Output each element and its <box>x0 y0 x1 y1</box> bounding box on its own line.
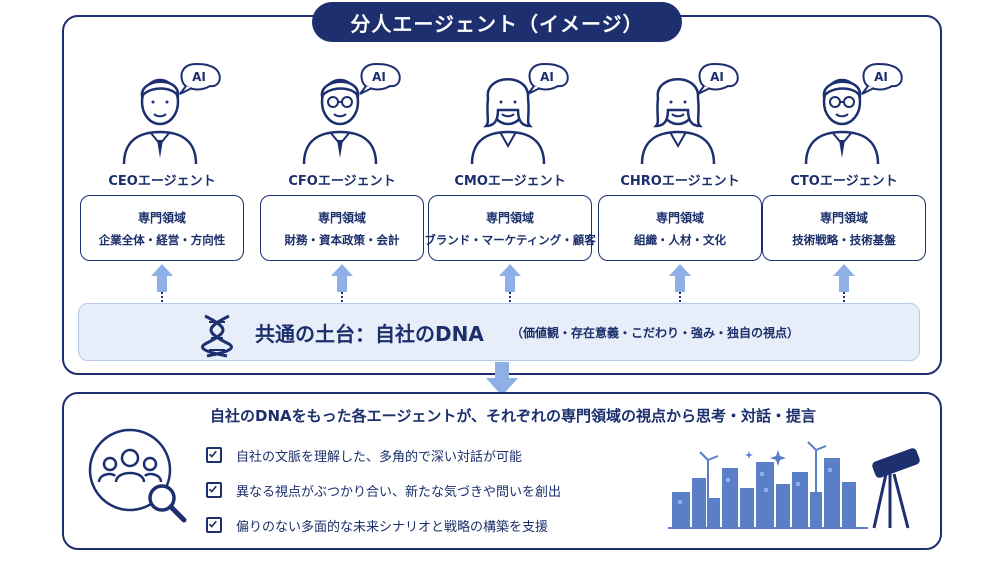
check-item-3: 偏りのない多面的な未来シナリオと戦略の構築を支援 <box>206 514 548 536</box>
agent-ceo: AI CEOエージェント専門領域企業全体・経営・方向性 <box>80 60 244 306</box>
checkbox-checked-icon <box>206 482 222 498</box>
result-title: 自社のDNAをもった各エージェントが、それぞれの専門領域の視点から思考・対話・提… <box>210 407 817 425</box>
foundation-title: 共通の土台：自社のDNA <box>255 322 484 346</box>
ai-badge: AI <box>874 70 888 84</box>
up-arrow-icon <box>331 264 353 292</box>
agent-name: CMOエージェント <box>454 174 566 189</box>
agent-cto: AI CTOエージェント専門領域技術戦略・技術基盤 <box>762 60 926 306</box>
expertise-value: ブランド・マーケティング・顧客 <box>424 232 596 247</box>
expertise-box: 専門領域ブランド・マーケティング・顧客 <box>424 195 596 261</box>
page-title: 分人エージェント（イメージ） <box>312 2 682 42</box>
up-arrow-icon <box>151 264 173 292</box>
ai-badge: AI <box>372 70 386 84</box>
connector-dots <box>843 292 845 306</box>
check-item-1: 自社の文脈を理解した、多角的で深い対話が可能 <box>206 444 522 466</box>
checkbox-checked-icon <box>206 447 222 463</box>
up-arrow-icon <box>499 264 521 292</box>
check-text: 自社の文脈を理解した、多角的で深い対話が可能 <box>236 449 523 465</box>
agent-avatar: AI <box>110 60 221 165</box>
ai-badge: AI <box>710 70 724 84</box>
check-text: 異なる視点がぶつかり合い、新たな気づきや問いを創出 <box>236 484 562 500</box>
connector-dots <box>679 292 681 306</box>
city-telescope-illustration <box>668 441 920 529</box>
foundation-bar: 共通の土台：自社のDNA （価値観・存在意義・こだわり・強み・独自の視点） <box>78 303 920 361</box>
agent-name: CFOエージェント <box>288 174 396 189</box>
expertise-label: 専門領域 <box>819 210 868 225</box>
agent-cfo: AI CFOエージェント専門領域財務・資本政策・会計 <box>260 60 424 306</box>
up-arrow-icon <box>669 264 691 292</box>
connector-dots <box>161 292 163 306</box>
check-item-2: 異なる視点がぶつかり合い、新たな気づきや問いを創出 <box>206 479 561 501</box>
up-arrow-icon <box>833 264 855 292</box>
expertise-box: 専門領域企業全体・経営・方向性 <box>80 195 244 261</box>
ai-badge: AI <box>192 70 206 84</box>
connector-dots <box>509 292 511 306</box>
agent-chro: AI CHROエージェント専門領域組織・人材・文化 <box>598 60 762 306</box>
agent-name: CHROエージェント <box>620 174 740 189</box>
dna-icon <box>201 314 233 358</box>
agent-cmo: AI CMOエージェント専門領域ブランド・マーケティング・顧客 <box>424 60 596 306</box>
expertise-label: 専門領域 <box>137 210 186 225</box>
expertise-label: 専門領域 <box>655 210 704 225</box>
expertise-value: 技術戦略・技術基盤 <box>792 232 896 247</box>
down-arrow-icon <box>486 362 518 396</box>
people-search-icon <box>88 428 187 523</box>
agent-name: CEOエージェント <box>108 174 216 189</box>
agent-name: CTOエージェント <box>790 174 898 189</box>
expertise-box: 専門領域技術戦略・技術基盤 <box>762 195 926 261</box>
expertise-value: 企業全体・経営・方向性 <box>98 232 226 247</box>
foundation-subtitle: （価値観・存在意義・こだわり・強み・独自の視点） <box>511 326 800 340</box>
connector-dots <box>341 292 343 306</box>
expertise-box: 専門領域財務・資本政策・会計 <box>260 195 424 261</box>
agent-avatar: AI <box>792 60 903 165</box>
expertise-value: 財務・資本政策・会計 <box>284 232 400 247</box>
check-text: 偏りのない多面的な未来シナリオと戦略の構築を支援 <box>236 519 549 535</box>
agent-avatar: AI <box>458 60 569 165</box>
ai-badge: AI <box>540 70 554 84</box>
agent-avatar: AI <box>290 60 401 165</box>
expertise-box: 専門領域組織・人材・文化 <box>598 195 762 261</box>
expertise-label: 専門領域 <box>485 210 534 225</box>
checkbox-checked-icon <box>206 517 222 533</box>
expertise-value: 組織・人材・文化 <box>634 232 726 247</box>
agent-avatar: AI <box>628 60 739 165</box>
expertise-label: 専門領域 <box>317 210 366 225</box>
